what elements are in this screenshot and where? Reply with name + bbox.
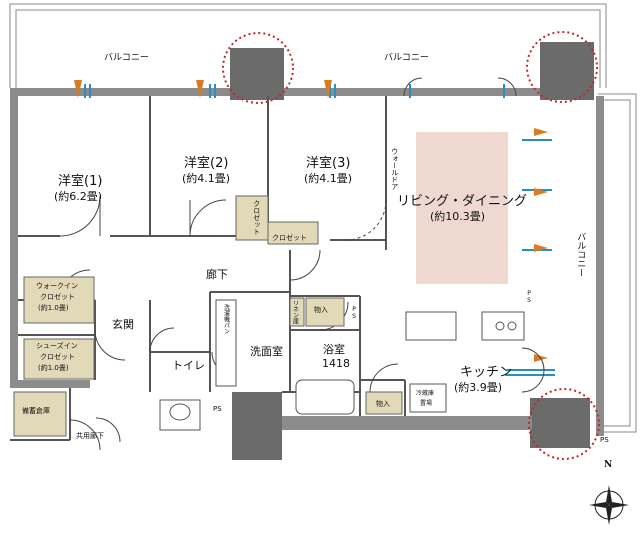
fridge-label-2: 置場 bbox=[420, 400, 433, 407]
closet-w3-area bbox=[267, 221, 319, 245]
warehouse-label: 備蓄倉庫 bbox=[22, 407, 50, 415]
fixtures bbox=[159, 299, 525, 431]
north-label: N bbox=[604, 460, 613, 470]
column-highlight-circles bbox=[222, 31, 600, 460]
balcony-label-top-left: バルコニー bbox=[104, 53, 149, 63]
room-kitchen-name: キッチン bbox=[460, 365, 513, 380]
room-hallway: 廊下 bbox=[206, 268, 228, 281]
walkin-closet-line1: ウォークイン bbox=[36, 282, 78, 290]
bottom-wall bbox=[282, 416, 532, 430]
balcony-doors bbox=[95, 77, 545, 443]
balcony-label-top-right: バルコニー bbox=[384, 53, 429, 63]
room-living-size: (約10.3畳) bbox=[430, 210, 486, 223]
compass-rose-icon bbox=[589, 485, 629, 525]
interior-walls bbox=[10, 96, 406, 441]
windows bbox=[84, 84, 555, 376]
room-bath-name: 浴室 bbox=[323, 343, 345, 356]
orange-markers bbox=[74, 80, 548, 362]
storage2-area bbox=[365, 391, 403, 415]
room-western3-name: 洋室(3) bbox=[306, 156, 351, 171]
shoesin-closet-line1: シューズイン bbox=[36, 342, 78, 350]
storage1-label: 物入 bbox=[314, 306, 328, 314]
closet-w3-label: クロゼット bbox=[272, 234, 307, 242]
room-toilet: トイレ bbox=[172, 359, 205, 372]
room-bath-size: 1418 bbox=[322, 357, 350, 370]
storage2-label: 物入 bbox=[376, 400, 390, 408]
fridge-label-1: 冷蔵庫 bbox=[416, 390, 435, 397]
walldoor-label: ウォールドア bbox=[390, 148, 399, 190]
column-top-right bbox=[540, 42, 594, 100]
storage1-area bbox=[305, 297, 345, 327]
corridor-label: 共用廊下 bbox=[76, 432, 104, 440]
balcony-label-right: バルコニー bbox=[575, 232, 586, 277]
washpan-label: 洗濯機パン bbox=[222, 304, 230, 334]
walkin-closet-line2: クロゼット bbox=[40, 293, 75, 301]
living-dining-area bbox=[416, 132, 508, 284]
ps-label-4: PS bbox=[600, 436, 609, 444]
exterior-walls bbox=[10, 88, 604, 436]
walkin-closet-area bbox=[23, 276, 95, 324]
closet-w2-area bbox=[235, 195, 269, 241]
linen-label: リネン庫 bbox=[291, 300, 299, 324]
warehouse-area bbox=[13, 391, 67, 437]
closet-w2-label: クロゼット bbox=[252, 200, 261, 235]
room-western1-size: (約6.2畳) bbox=[54, 190, 103, 203]
column-bottom-mid bbox=[232, 392, 282, 460]
shoesin-closet-area bbox=[23, 338, 95, 380]
ps-label-3: PS bbox=[525, 290, 533, 304]
room-kitchen-size: (約3.9畳) bbox=[454, 381, 503, 394]
shoesin-closet-line3: (約1.0畳) bbox=[38, 364, 69, 372]
walkin-closet-line3: (約1.0畳) bbox=[38, 304, 69, 312]
room-washroom: 洗面室 bbox=[250, 345, 283, 358]
column-bottom-right bbox=[530, 398, 590, 448]
shoesin-closet-line2: クロゼット bbox=[40, 353, 75, 361]
linen-area bbox=[289, 297, 305, 327]
column-top-left bbox=[230, 48, 284, 100]
room-western3-size: (約4.1畳) bbox=[304, 172, 353, 185]
balcony-railing bbox=[9, 3, 637, 433]
ps-label-2: PS bbox=[350, 306, 358, 320]
room-western2-size: (約4.1畳) bbox=[182, 172, 231, 185]
ps-label-1: PS bbox=[213, 405, 222, 413]
room-entrance: 玄関 bbox=[112, 318, 134, 331]
room-western1-name: 洋室(1) bbox=[58, 174, 103, 189]
room-living-name: リビング・ダイニング bbox=[397, 194, 528, 209]
room-western2-name: 洋室(2) bbox=[184, 156, 229, 171]
